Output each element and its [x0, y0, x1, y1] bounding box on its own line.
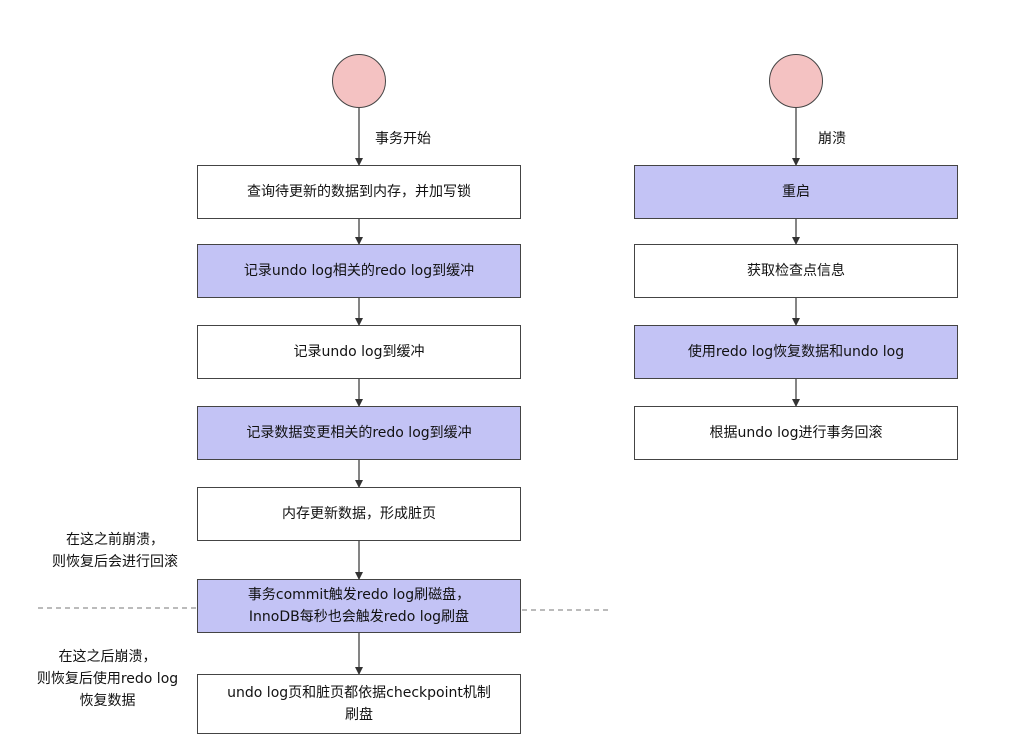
- crash-label: 崩溃: [818, 131, 846, 147]
- step-redo-recovery: 使用redo log恢复数据和undo log: [634, 325, 958, 379]
- step-commit-flush: 事务commit触发redo log刷磁盘， InnoDB每秒也会触发redo …: [197, 579, 521, 633]
- step-undo-to-buffer: 记录undo log到缓冲: [197, 325, 521, 379]
- step-memory-update: 内存更新数据，形成脏页: [197, 487, 521, 541]
- note-before-crash: 在这之前崩溃， 则恢复后会进行回滚: [52, 532, 178, 570]
- step-redo-for-data: 记录数据变更相关的redo log到缓冲: [197, 406, 521, 460]
- note-after-crash: 在这之后崩溃， 则恢复后使用redo log 恢复数据: [36, 649, 179, 709]
- step-checkpoint-flush: undo log页和脏页都依据checkpoint机制 刷盘: [197, 674, 521, 734]
- step-query-and-lock: 查询待更新的数据到内存，并加写锁: [197, 165, 521, 219]
- step-undo-rollback: 根据undo log进行事务回滚: [634, 406, 958, 460]
- transaction-start-label: 事务开始: [375, 131, 431, 147]
- transaction-start-node: [332, 54, 386, 108]
- step-get-checkpoint: 获取检查点信息: [634, 244, 958, 298]
- step-restart: 重启: [634, 165, 958, 219]
- step-redo-for-undo: 记录undo log相关的redo log到缓冲: [197, 244, 521, 298]
- crash-node: [769, 54, 823, 108]
